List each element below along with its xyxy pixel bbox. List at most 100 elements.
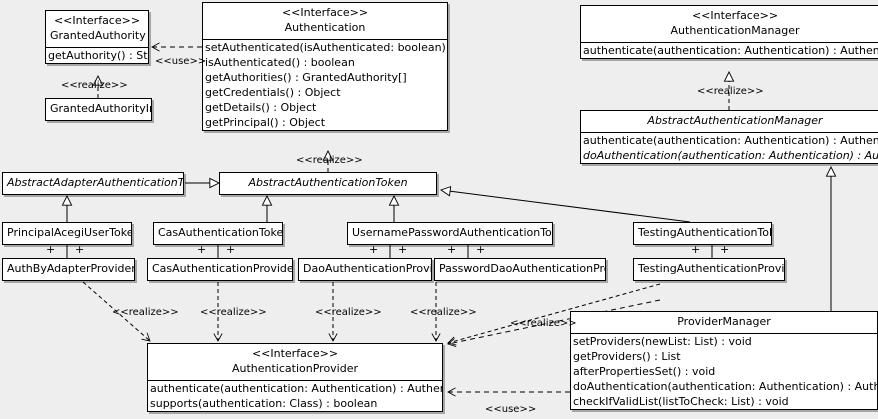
class-authentication-provider[interactable]: <<Interface>> AuthenticationProvider aut… bbox=[147, 343, 443, 412]
operation-row: authenticate(authentication: Authenticat… bbox=[583, 44, 878, 57]
edge-label-realize-abstractauthenticationtoken: <<realize>> bbox=[296, 155, 363, 166]
class-name: AuthenticationProvider bbox=[231, 362, 359, 375]
class-header: GrantedAuthorityImpl bbox=[46, 99, 151, 120]
stereotype-label: <<Interface>> bbox=[53, 14, 141, 27]
class-auth-by-adapter-provider[interactable]: AuthByAdapterProvider bbox=[2, 258, 135, 281]
class-name: ProviderManager bbox=[677, 315, 771, 328]
compartment-divider bbox=[571, 333, 877, 334]
edge-label-use-grantedauthority: <<use>> bbox=[155, 56, 207, 67]
class-name: UsernamePasswordAuthenticationToken bbox=[352, 226, 553, 239]
class-name: AuthByAdapterProvider bbox=[7, 262, 135, 275]
operations-compartment: setProviders(newList: List) : void getPr… bbox=[571, 334, 877, 409]
class-name: PasswordDaoAuthenticationProvider bbox=[439, 262, 605, 275]
class-abstract-authentication-token[interactable]: AbstractAuthenticationToken bbox=[219, 172, 437, 195]
operations-compartment: authenticate(authentication: Authenticat… bbox=[581, 133, 878, 163]
operation-row: getPrincipal() : Object bbox=[205, 116, 326, 129]
edge-label-use-providermanager: <<use>> bbox=[485, 404, 537, 415]
class-dao-authentication-provider[interactable]: DaoAuthenticationProvider bbox=[298, 258, 432, 281]
class-abstract-adapter-authentication-token[interactable]: AbstractAdapterAuthenticationToken bbox=[2, 172, 184, 195]
class-header: AuthByAdapterProvider bbox=[3, 259, 134, 280]
operation-row: supports(authentication: Class) : boolea… bbox=[150, 397, 378, 410]
class-username-password-authentication-token[interactable]: UsernamePasswordAuthenticationToken bbox=[347, 222, 553, 245]
class-header: <<Interface>> GrantedAuthority bbox=[46, 11, 148, 47]
operation-row: setProviders(newList: List) : void bbox=[573, 335, 752, 348]
class-abstract-authentication-manager[interactable]: AbstractAuthenticationManager authentica… bbox=[580, 110, 878, 164]
operation-row: isAuthenticated() : boolean bbox=[205, 56, 355, 69]
compartment-divider bbox=[46, 47, 148, 48]
class-authentication[interactable]: <<Interface>> Authentication setAuthenti… bbox=[202, 2, 448, 131]
class-name: DaoAuthenticationProvider bbox=[303, 262, 431, 275]
operation-row: doAuthentication(authentication: Authent… bbox=[583, 149, 878, 162]
class-provider-manager[interactable]: ProviderManager setProviders(newList: Li… bbox=[570, 311, 878, 410]
multiplicity-principalacegi-source: + bbox=[46, 243, 56, 256]
class-header: PrincipalAcegiUserToken bbox=[3, 223, 131, 244]
class-header: PasswordDaoAuthenticationProvider bbox=[435, 259, 605, 280]
stereotype-label: <<Interface>> bbox=[251, 347, 339, 360]
class-header: <<Interface>> AuthenticationProvider bbox=[148, 344, 442, 380]
class-name: GrantedAuthorityImpl bbox=[50, 102, 151, 115]
compartment-divider bbox=[581, 132, 878, 133]
class-name: PrincipalAcegiUserToken bbox=[7, 226, 132, 239]
class-name: AbstractAuthenticationManager bbox=[647, 114, 823, 127]
class-header: AbstractAuthenticationToken bbox=[220, 173, 436, 194]
class-name: AbstractAdapterAuthenticationToken bbox=[7, 176, 184, 189]
multiplicity-principalacegi-target: + bbox=[75, 243, 85, 256]
multiplicity-testingtoken-target: + bbox=[720, 243, 730, 256]
operation-row: afterPropertiesSet() : void bbox=[573, 365, 716, 378]
operation-row: getCredentials() : Object bbox=[205, 86, 341, 99]
operations-compartment: setAuthenticated(isAuthenticated: boolea… bbox=[203, 40, 447, 130]
edge-label-realize-providermanager: <<realize>> bbox=[510, 318, 577, 329]
operation-row: authenticate(authentication: Authenticat… bbox=[150, 382, 442, 395]
class-cas-authentication-token[interactable]: CasAuthenticationToken bbox=[153, 222, 283, 245]
stereotype-label: <<Interface>> bbox=[281, 6, 369, 19]
class-name: CasAuthenticationProvider bbox=[152, 262, 293, 275]
operation-row: getAuthority() : String bbox=[48, 49, 148, 62]
class-granted-authority[interactable]: <<Interface>> GrantedAuthority getAuthor… bbox=[45, 10, 149, 64]
class-testing-authentication-provider[interactable]: TestingAuthenticationProvider bbox=[633, 258, 785, 281]
class-principal-acegi-user-token[interactable]: PrincipalAcegiUserToken bbox=[2, 222, 132, 245]
edge-label-realize-daoauthenticationprovider: <<realize>> bbox=[315, 307, 382, 318]
multiplicity-usernamepwd-pwddao-source: + bbox=[447, 243, 457, 256]
class-header: AbstractAuthenticationManager bbox=[581, 111, 878, 132]
class-header: UsernamePasswordAuthenticationToken bbox=[348, 223, 552, 244]
class-header: CasAuthenticationProvider bbox=[148, 259, 292, 280]
edge-label-realize-passworddaoprovider: <<realize>> bbox=[410, 307, 477, 318]
class-name: TestingAuthenticationProvider bbox=[638, 262, 785, 275]
class-name: TestingAuthenticationToken bbox=[638, 226, 771, 239]
multiplicity-usernamepwd-pwddao-target: + bbox=[476, 243, 486, 256]
class-testing-authentication-token[interactable]: TestingAuthenticationToken bbox=[633, 222, 772, 245]
class-authentication-manager[interactable]: <<Interface>> AuthenticationManager auth… bbox=[580, 5, 878, 59]
operations-compartment: authenticate(authentication: Authenticat… bbox=[581, 43, 878, 58]
multiplicity-testingtoken-source: + bbox=[691, 243, 701, 256]
class-granted-authority-impl[interactable]: GrantedAuthorityImpl bbox=[45, 98, 152, 121]
stereotype-label: <<Interface>> bbox=[691, 9, 779, 22]
class-header: ProviderManager bbox=[571, 312, 877, 333]
operation-row: getAuthorities() : GrantedAuthority[] bbox=[205, 71, 407, 84]
operations-compartment: getAuthority() : String bbox=[46, 48, 148, 63]
class-name: AuthenticationManager bbox=[670, 24, 800, 37]
operation-row: getDetails() : Object bbox=[205, 101, 317, 114]
compartment-divider bbox=[581, 42, 878, 43]
class-name: CasAuthenticationToken bbox=[158, 226, 283, 239]
operation-row: authenticate(authentication: Authenticat… bbox=[583, 134, 878, 147]
operation-row: doAuthentication(authentication: Authent… bbox=[573, 380, 877, 393]
edge-generalization-testingtoken bbox=[441, 190, 691, 223]
multiplicity-castoken-target: + bbox=[226, 243, 236, 256]
class-header: AbstractAdapterAuthenticationToken bbox=[3, 173, 183, 194]
operations-compartment: authenticate(authentication: Authenticat… bbox=[148, 381, 442, 411]
compartment-divider bbox=[203, 39, 447, 40]
multiplicity-castoken-source: + bbox=[197, 243, 207, 256]
class-header: TestingAuthenticationProvider bbox=[634, 259, 784, 280]
multiplicity-usernamepwd-dao-source: + bbox=[369, 243, 379, 256]
operation-row: setAuthenticated(isAuthenticated: boolea… bbox=[205, 41, 447, 54]
class-header: <<Interface>> AuthenticationManager bbox=[581, 6, 878, 42]
class-name: Authentication bbox=[284, 21, 366, 34]
class-cas-authentication-provider[interactable]: CasAuthenticationProvider bbox=[147, 258, 293, 281]
operation-row: checkIfValidList(listToCheck: List) : vo… bbox=[573, 395, 789, 408]
class-header: TestingAuthenticationToken bbox=[634, 223, 771, 244]
class-password-dao-authentication-provider[interactable]: PasswordDaoAuthenticationProvider bbox=[434, 258, 606, 281]
multiplicity-usernamepwd-dao-target: + bbox=[398, 243, 408, 256]
class-name: AbstractAuthenticationToken bbox=[248, 176, 408, 189]
compartment-divider bbox=[148, 380, 442, 381]
